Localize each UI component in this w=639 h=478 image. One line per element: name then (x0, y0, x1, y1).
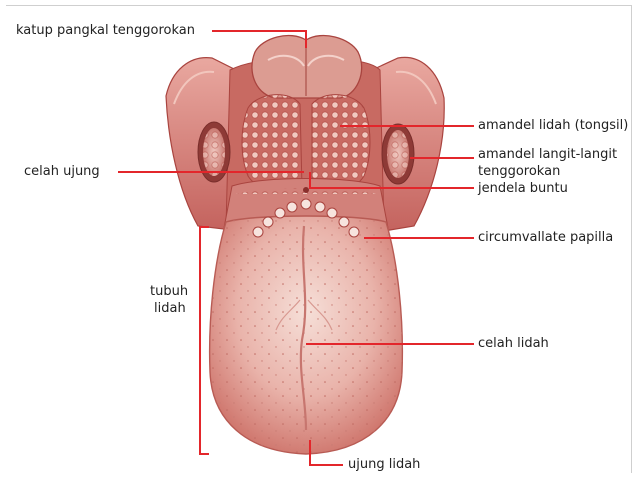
leader-epiglottis (212, 30, 306, 32)
bracket-body-top (199, 226, 209, 228)
bracket-body-bottom (199, 453, 209, 455)
leader-epiglottis-drop (305, 30, 307, 48)
lingual-tonsil-left (242, 95, 302, 192)
label-circumvallate: circumvallate papilla (478, 229, 613, 246)
leader-tip-h (309, 464, 343, 466)
leader-circumvallate (364, 237, 474, 239)
label-foramen-cecum: jendela buntu (478, 180, 568, 197)
label-median-tip: celah ujung (24, 163, 100, 180)
label-body-line1: tubuh (150, 283, 188, 300)
leader-median-tip (118, 171, 304, 173)
label-lingual-tonsil: amandel lidah (tongsil) (478, 117, 628, 134)
label-palatine-tonsil-line1: amandel langit-langit (478, 146, 617, 163)
label-body-line2: lidah (154, 300, 186, 317)
label-tip: ujung lidah (348, 456, 420, 473)
leader-median-sulcus (306, 343, 474, 345)
label-palatine-tonsil-line2: tenggorokan (478, 163, 560, 180)
leader-lingual-tonsil (340, 125, 474, 127)
leader-palatine-tonsil (410, 157, 474, 159)
label-epiglottis: katup pangkal tenggorokan (16, 22, 195, 39)
leader-tip-v (309, 440, 311, 465)
label-median-sulcus: celah lidah (478, 335, 549, 352)
lingual-tonsil-right (312, 95, 370, 192)
bracket-body-vertical (199, 226, 201, 454)
leader-foramen-cecum-h (309, 187, 474, 189)
